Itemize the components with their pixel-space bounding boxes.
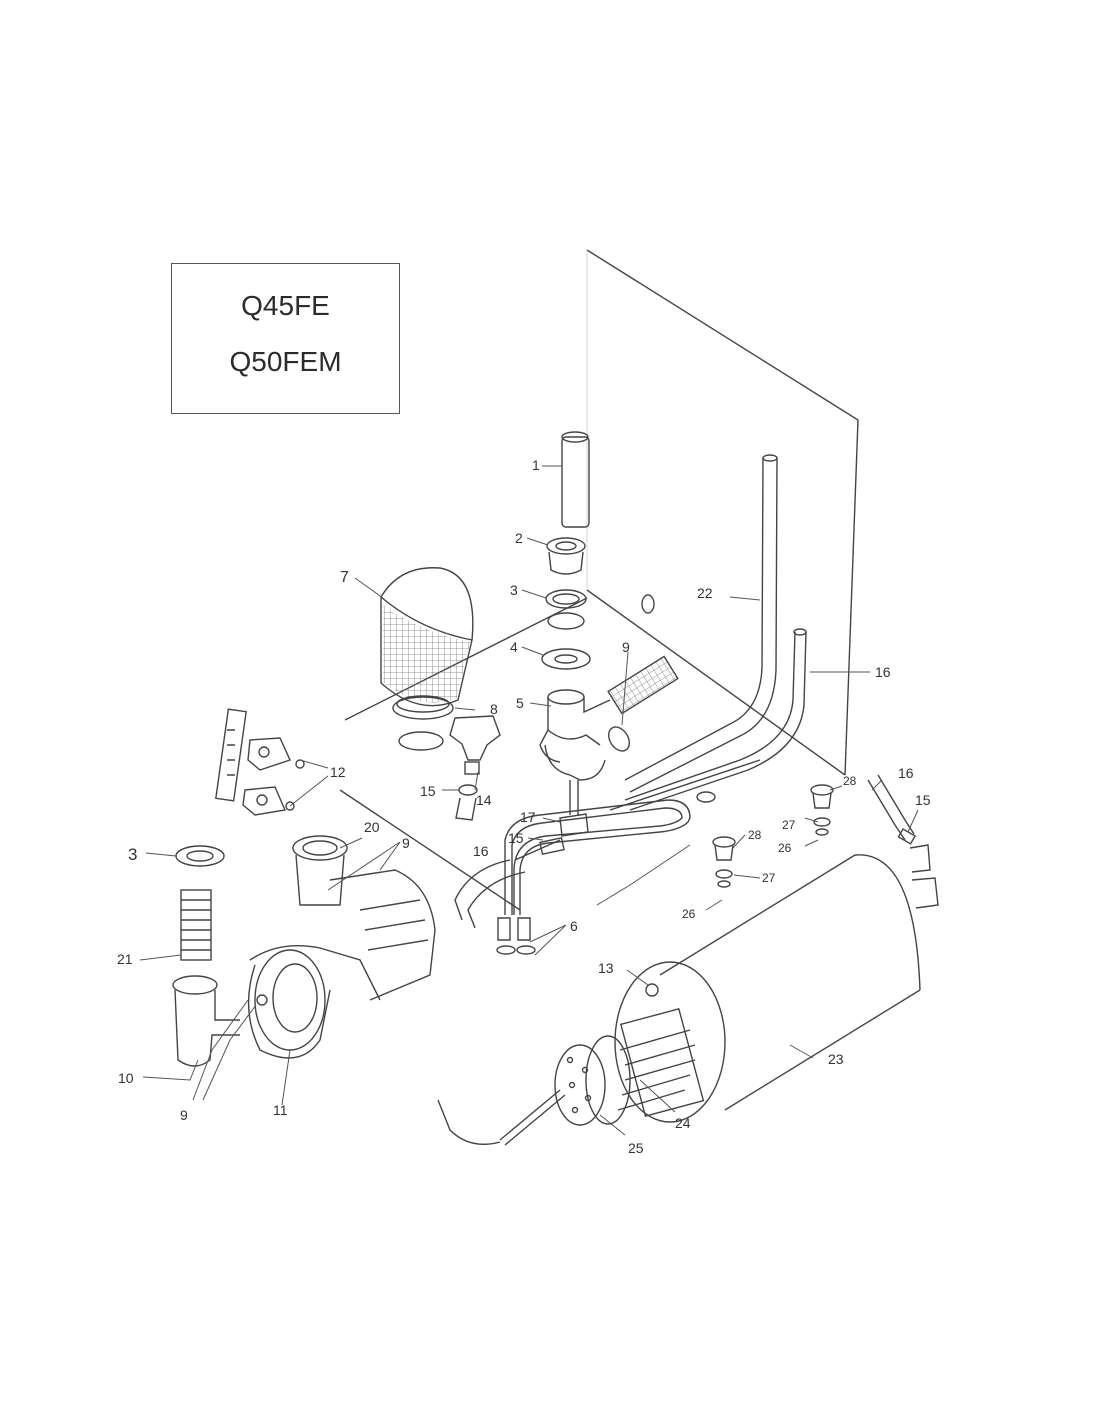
callout-21: 21 (117, 951, 133, 967)
callout-9-mid: 9 (402, 835, 410, 851)
part-16-tube-left (454, 839, 561, 929)
callout-17: 17 (520, 809, 536, 825)
callout-20: 20 (364, 819, 380, 835)
leader-lines (139, 465, 919, 1136)
callout-5: 5 (516, 695, 524, 711)
callout-6: 6 (570, 918, 578, 934)
part-2-nut (546, 537, 586, 575)
callout-14: 14 (476, 792, 492, 808)
callout-3: 3 (510, 582, 518, 598)
callout-15-mid: 15 (508, 830, 524, 846)
model-name-1: Q45FE (241, 290, 330, 321)
part-12-switches (215, 708, 305, 816)
callout-28-lower: 28 (748, 828, 762, 842)
part-14-valve (449, 715, 501, 821)
parts-26-28-fittings (712, 784, 834, 888)
callout-10: 10 (118, 1070, 134, 1086)
part-6-element (496, 799, 691, 955)
callout-16-far-right: 16 (898, 765, 914, 781)
callout-27-lower: 27 (762, 871, 776, 885)
callout-11: 11 (273, 1102, 288, 1118)
callout-9-bottom: 9 (180, 1107, 188, 1123)
callout-15-left: 15 (420, 783, 436, 799)
callout-27-upper: 27 (782, 818, 796, 832)
callout-7: 7 (340, 569, 349, 586)
callout-3-lower: 3 (128, 845, 137, 864)
callout-4: 4 (510, 639, 518, 655)
part-16-small-tube (867, 774, 917, 845)
model-label-box: Q45FE Q50FEM (171, 263, 400, 414)
callout-1: 1 (532, 457, 540, 473)
callout-24: 24 (675, 1115, 691, 1131)
part-24-flange (585, 1007, 705, 1125)
callout-26-lower: 26 (682, 907, 696, 921)
part-8-cap (392, 695, 454, 751)
part-21-sleeve (180, 889, 212, 961)
callout-8: 8 (490, 701, 498, 717)
part-4-ring (541, 648, 591, 670)
callout-2: 2 (515, 530, 523, 546)
callout-15-right: 15 (915, 792, 931, 808)
callout-23: 23 (828, 1051, 844, 1067)
part-10-elbow (172, 975, 240, 1067)
model-name-2: Q50FEM (229, 346, 342, 377)
part-16-tube-right (624, 628, 807, 811)
callout-28-upper: 28 (843, 774, 857, 788)
callout-labels: 1 2 3 3 4 5 6 7 8 9 9 9 10 11 12 13 14 1… (117, 457, 931, 1156)
callout-12: 12 (330, 764, 346, 780)
callout-13: 13 (598, 960, 614, 976)
callout-9-top: 9 (622, 639, 630, 655)
callout-22: 22 (697, 585, 713, 601)
callout-16-right: 16 (875, 664, 891, 680)
part-25-terminal-plate (437, 1044, 606, 1146)
part-22-tube (624, 454, 778, 793)
part-7-filter (380, 567, 474, 707)
part-11-pump (247, 835, 436, 1059)
part-1-sleeve (561, 431, 590, 528)
part-3-lower-washer (175, 845, 225, 867)
callout-26-upper: 26 (778, 841, 792, 855)
callout-16-mid: 16 (473, 843, 489, 859)
back-panel (586, 249, 859, 803)
part-23-tank (614, 844, 939, 1123)
part-5-body (539, 655, 679, 815)
part-3-washer (545, 589, 587, 630)
callout-25: 25 (628, 1140, 644, 1156)
